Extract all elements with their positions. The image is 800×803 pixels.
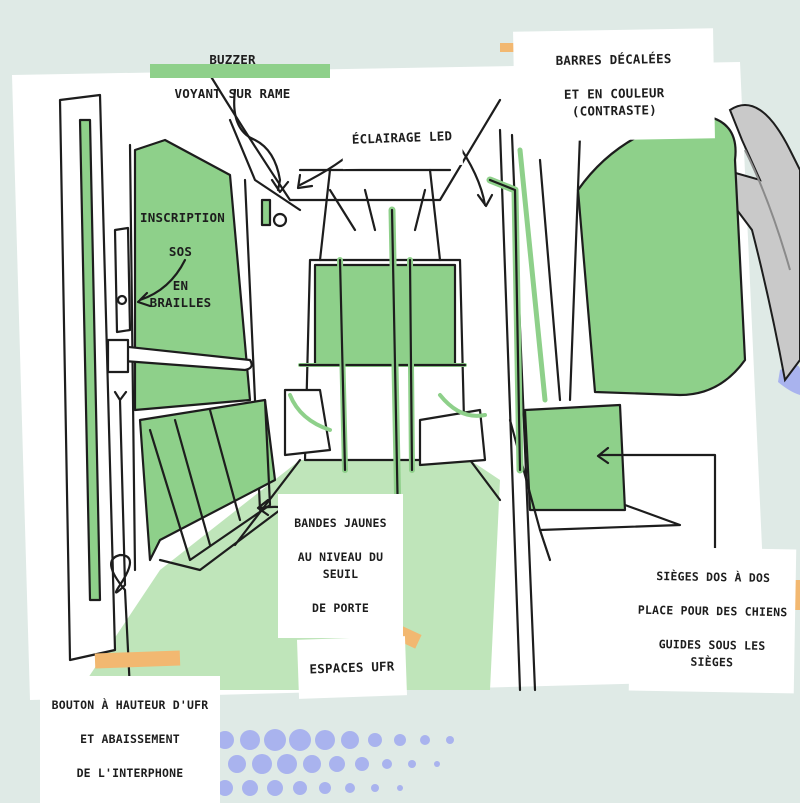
left-window bbox=[133, 138, 252, 412]
label-sieges-line3: GUIDES SOUS LES SIÈGES bbox=[658, 637, 766, 670]
label-inscription-line1: INSCRIPTION bbox=[140, 210, 225, 225]
label-inscription-line2: SOS bbox=[168, 244, 193, 259]
label-bouton-line1: BOUTON À HAUTEUR D'UFR bbox=[51, 698, 209, 712]
label-bandes-line1: BANDES JAUNES bbox=[294, 516, 387, 530]
tape-buzzer bbox=[150, 64, 330, 78]
arrow-sieges bbox=[596, 446, 717, 592]
label-sieges: SIÈGES DOS À DOS PLACE POUR DES CHIENS G… bbox=[628, 546, 797, 694]
label-eclairage: ÉCLAIRAGE LED bbox=[341, 105, 463, 170]
label-espaces: ESPACES UFR bbox=[297, 636, 407, 699]
label-eclairage-line1: ÉCLAIRAGE LED bbox=[351, 128, 453, 147]
label-barres: BARRES DÉCALÉES ET EN COULEUR (CONTRASTE… bbox=[513, 28, 715, 142]
label-barres-line1: BARRES DÉCALÉES bbox=[555, 50, 672, 69]
left-seats bbox=[138, 398, 277, 562]
label-bouton: BOUTON À HAUTEUR D'UFR ET ABAISSEMENT DE… bbox=[40, 676, 220, 803]
right-window bbox=[576, 113, 747, 397]
label-buzzer-line1: BUZZER bbox=[209, 52, 256, 67]
label-sieges-line1: SIÈGES DOS À DOS bbox=[656, 569, 771, 585]
arrow-braille bbox=[136, 258, 187, 308]
label-espaces-line1: ESPACES UFR bbox=[309, 658, 395, 677]
label-bandes: BANDES JAUNES AU NIVEAU DU SEUIL DE PORT… bbox=[278, 494, 403, 638]
arrow-buzzer bbox=[233, 88, 290, 194]
tape-bouton bbox=[94, 650, 181, 669]
label-bandes-line3: DE PORTE bbox=[312, 601, 369, 615]
arrow-bouton bbox=[110, 390, 132, 692]
label-inscription: INSCRIPTION SOS EN BRAILLES bbox=[133, 188, 228, 332]
label-bouton-line2: ET ABAISSEMENT bbox=[80, 732, 180, 746]
label-barres-line2: ET EN COULEUR (CONTRASTE) bbox=[563, 85, 665, 119]
label-buzzer-line2: VOYANT SUR RAME bbox=[174, 86, 291, 101]
label-bouton-line3: DE L'INTERPHONE bbox=[76, 766, 184, 780]
back-window bbox=[313, 263, 457, 367]
label-buzzer: BUZZER VOYANT SUR RAME bbox=[160, 34, 305, 119]
label-inscription-line3: EN BRAILLES bbox=[149, 278, 212, 310]
label-sieges-line2: PLACE POUR DES CHIENS bbox=[637, 602, 788, 620]
right-seat bbox=[523, 403, 627, 512]
label-bandes-line2: AU NIVEAU DU SEUIL bbox=[297, 550, 384, 581]
